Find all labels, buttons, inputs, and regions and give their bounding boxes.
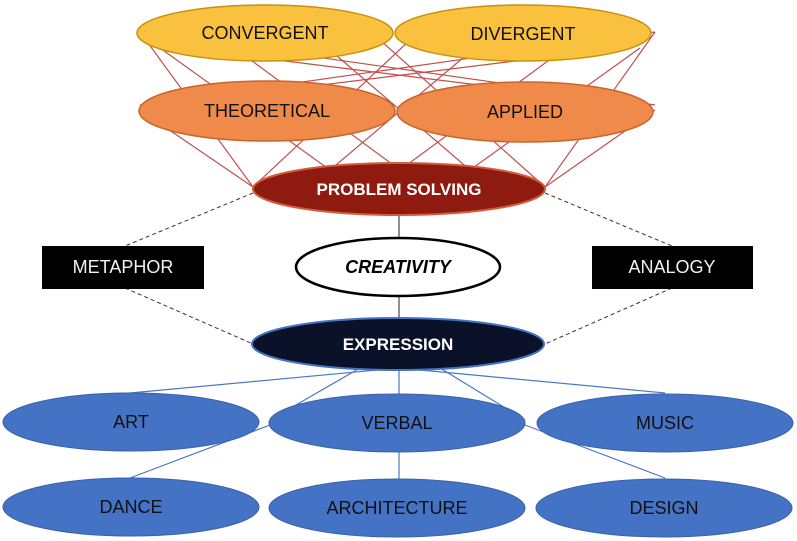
- divergent-label: DIVERGENT: [470, 24, 575, 44]
- node-convergent: CONVERGENT: [136, 4, 394, 62]
- creativity-label: CREATIVITY: [345, 257, 453, 277]
- node-applied: APPLIED: [396, 81, 654, 143]
- node-design: DESIGN: [535, 478, 793, 538]
- node-creativity: CREATIVITY: [294, 236, 502, 298]
- dotted-connectors: [124, 192, 673, 345]
- art-label: ART: [113, 412, 149, 432]
- design-label: DESIGN: [629, 498, 698, 518]
- verbal-label: VERBAL: [361, 413, 432, 433]
- dance-label: DANCE: [99, 497, 162, 517]
- node-analogy: ANALOGY: [592, 246, 753, 289]
- node-expression: EXPRESSION: [251, 317, 545, 371]
- convergent-label: CONVERGENT: [201, 23, 328, 43]
- node-problem-solving: PROBLEM SOLVING: [252, 162, 546, 216]
- node-dance: DANCE: [2, 477, 260, 537]
- analogy-label: ANALOGY: [628, 257, 715, 277]
- architecture-label: ARCHITECTURE: [326, 498, 467, 518]
- theoretical-label: THEORETICAL: [204, 101, 330, 121]
- node-music: MUSIC: [536, 393, 794, 453]
- problem-solving-label: PROBLEM SOLVING: [317, 180, 482, 199]
- expression-label: EXPRESSION: [343, 335, 454, 354]
- metaphor-label: METAPHOR: [73, 257, 174, 277]
- applied-label: APPLIED: [487, 102, 563, 122]
- node-art: ART: [2, 392, 260, 452]
- music-label: MUSIC: [636, 413, 694, 433]
- node-divergent: DIVERGENT: [394, 4, 652, 62]
- node-verbal: VERBAL: [268, 393, 526, 453]
- node-architecture: ARCHITECTURE: [268, 478, 526, 538]
- node-theoretical: THEORETICAL: [138, 80, 396, 142]
- node-metaphor: METAPHOR: [42, 246, 204, 289]
